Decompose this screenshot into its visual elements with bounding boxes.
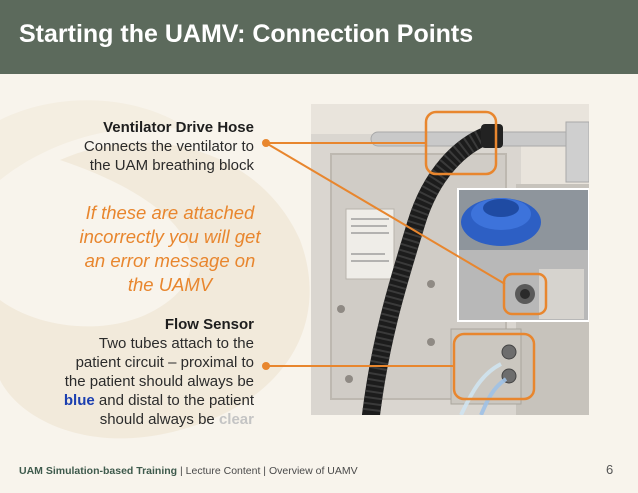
warning-line-3: an error message on — [84, 250, 256, 271]
footer-details: | Lecture Content | Overview of UAMV — [177, 465, 358, 477]
flow-sensor-line-4: blue and distal to the patient — [64, 391, 254, 410]
clear-emphasis: clear — [218, 411, 254, 428]
flow-sensor-line-1: Two tubes attach to the — [98, 335, 254, 352]
drive-hose-line-2: the UAM breathing block — [89, 157, 254, 174]
flow-sensor-heading: Flow Sensor — [164, 316, 254, 333]
warning-line-1: If these are attached — [85, 202, 255, 223]
flow-sensor-line-5-start: should always be — [99, 411, 219, 428]
flow-sensor-line-4-rest: and distal to the patient — [94, 392, 254, 409]
flow-sensor-line-3: the patient should always be — [64, 373, 254, 390]
uamv-device-photo — [311, 104, 589, 415]
flow-sensor-description: Flow Sensor Two tubes attach to the pati… — [64, 315, 254, 429]
warning-line-4: the UAMV — [127, 274, 213, 295]
flow-sensor-line-5: should always be clear — [64, 410, 254, 429]
warning-message: If these are attached incorrectly you wi… — [50, 201, 290, 297]
footer: UAM Simulation-based Training | Lecture … — [19, 465, 358, 477]
flow-sensor-line-2: patient circuit – proximal to — [75, 354, 254, 371]
warning-line-2: incorrectly you will get — [79, 226, 261, 247]
title-bar: Starting the UAMV: Connection Points — [0, 0, 638, 74]
blue-emphasis: blue — [63, 392, 95, 409]
drive-hose-description: Ventilator Drive Hose Connects the venti… — [84, 118, 254, 175]
page-number: 6 — [606, 462, 614, 477]
page-title: Starting the UAMV: Connection Points — [19, 20, 474, 48]
drive-hose-line-1: Connects the ventilator to — [83, 138, 254, 155]
footer-brand: UAM Simulation-based Training — [19, 465, 178, 477]
drive-hose-heading: Ventilator Drive Hose — [103, 119, 254, 136]
